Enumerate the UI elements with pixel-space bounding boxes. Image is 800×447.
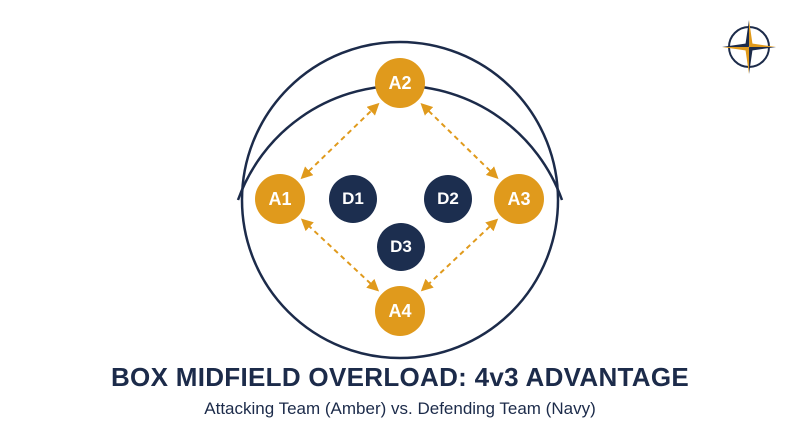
diagram-subtitle: Attacking Team (Amber) vs. Defending Tea… — [204, 399, 596, 418]
passing-lane-a3-a4 — [420, 218, 499, 292]
compass-star-icon — [722, 20, 776, 74]
passing-lane-a2-a3 — [420, 102, 499, 180]
player-d1: D1 — [329, 175, 377, 223]
passing-lane-a4-a1 — [300, 218, 380, 292]
diagram-title: BOX MIDFIELD OVERLOAD: 4v3 ADVANTAGE — [110, 362, 690, 392]
passing-lane-a1-a2 — [300, 102, 380, 180]
player-a1: A1 — [255, 174, 305, 224]
zone-circle — [240, 40, 560, 360]
player-a4: A4 — [375, 286, 425, 336]
player-d2: D2 — [424, 175, 472, 223]
player-a3: A3 — [494, 174, 544, 224]
passing-lanes — [300, 102, 499, 292]
player-a2: A2 — [375, 58, 425, 108]
player-d3: D3 — [377, 223, 425, 271]
